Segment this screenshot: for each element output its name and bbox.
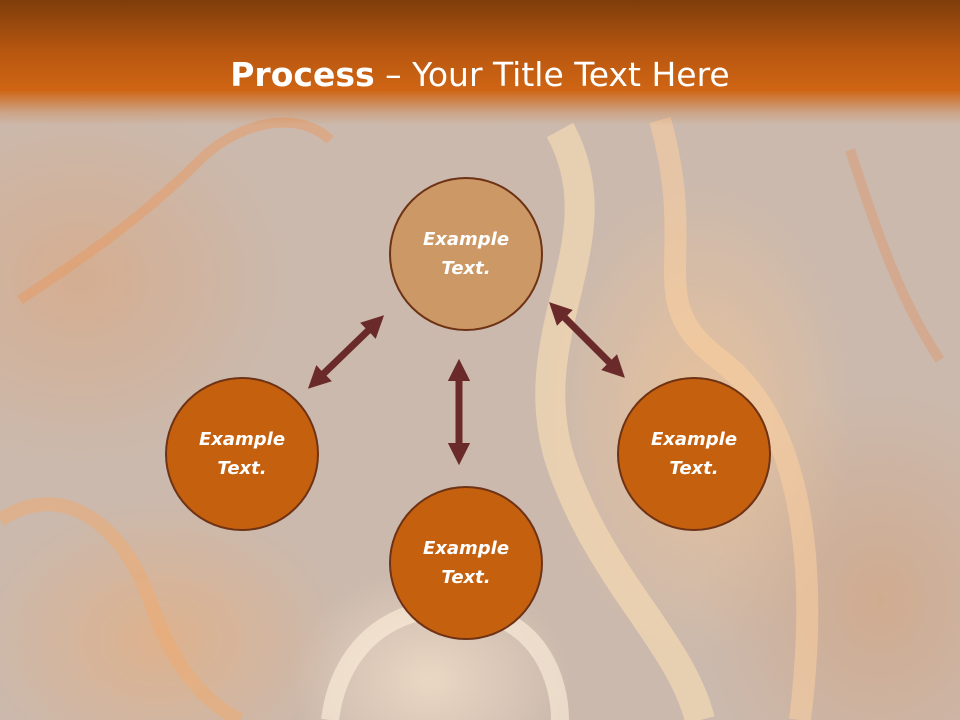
title-bold: Process [230, 55, 375, 94]
header-bar [0, 0, 960, 125]
slide-title: Process – Your Title Text Here [0, 50, 960, 100]
node-top[interactable]: Example Text. [389, 177, 543, 331]
node-top-label: Example Text. [422, 229, 510, 279]
title-rest: – Your Title Text Here [374, 55, 730, 94]
arrow-top-left [307, 315, 385, 389]
node-right[interactable]: Example Text. [617, 377, 771, 531]
node-bottom[interactable]: Example Text. [389, 486, 543, 640]
node-bottom-label: Example Text. [422, 538, 510, 588]
node-left[interactable]: Example Text. [165, 377, 319, 531]
node-left-label: Example Text. [198, 429, 286, 479]
arrow-top-right [549, 302, 625, 378]
node-right-label: Example Text. [650, 429, 738, 479]
